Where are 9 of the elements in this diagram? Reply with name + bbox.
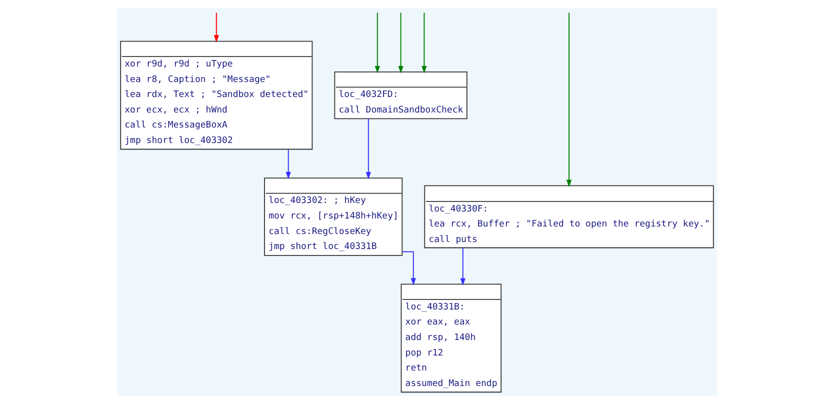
arrow <box>374 12 380 74</box>
arrow <box>365 118 371 180</box>
arrow <box>213 12 218 43</box>
arrow <box>398 12 403 74</box>
arrow <box>285 149 290 180</box>
arrow <box>566 12 572 188</box>
arrow <box>460 248 465 286</box>
arrow <box>401 251 416 286</box>
arrow <box>421 12 426 74</box>
